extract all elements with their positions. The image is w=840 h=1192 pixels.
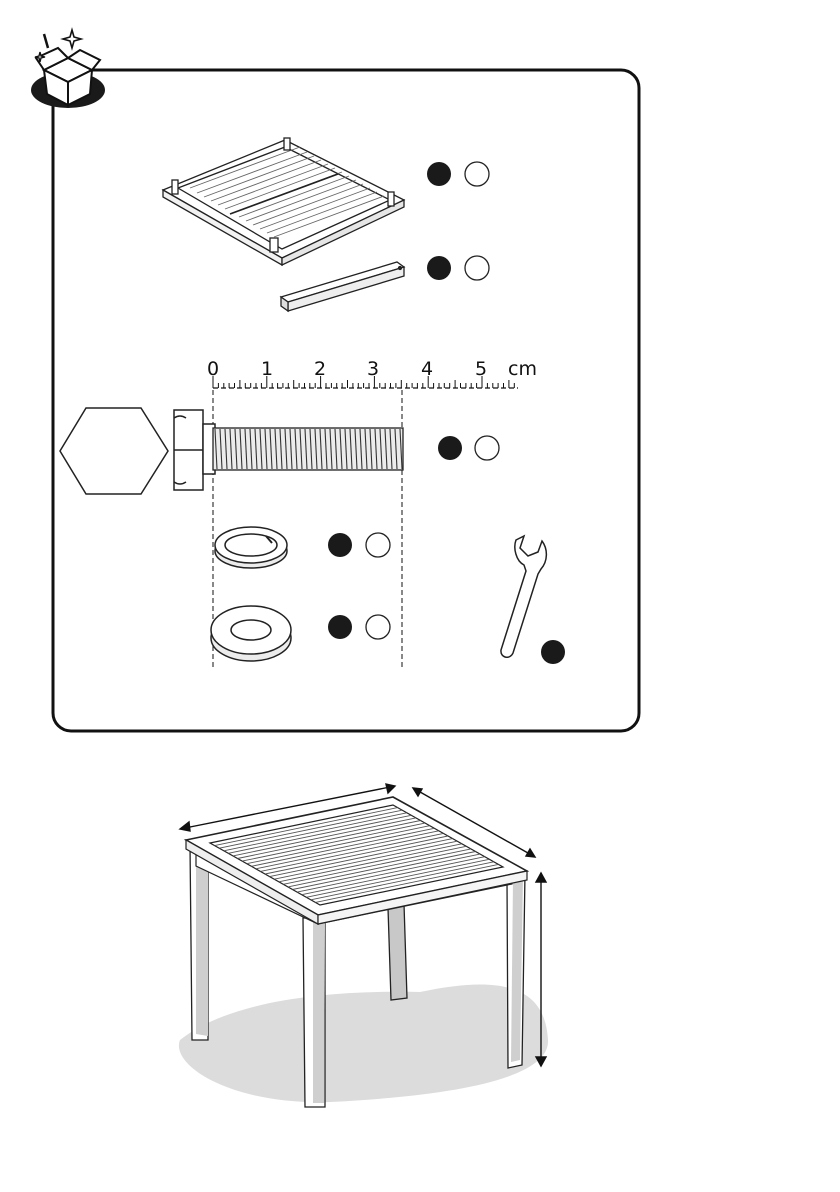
filled-circle-icon: [438, 436, 462, 460]
ruler-number: 3: [367, 358, 379, 380]
table-shadow: [179, 984, 548, 1102]
filled-circle-icon: [427, 162, 451, 186]
measurement-ruler: 0 1 2 3 4 5 cm: [207, 358, 537, 388]
hex-head-outline: [60, 408, 168, 494]
ruler-unit: cm: [508, 358, 537, 380]
flat-washer-part: [211, 606, 291, 661]
wrench-icon: [501, 536, 546, 657]
leg-part: [281, 262, 404, 311]
empty-circle-icon: [465, 162, 489, 186]
assembled-table: [179, 784, 548, 1107]
empty-circle-icon: [366, 533, 390, 557]
ruler-number: 2: [314, 358, 326, 380]
ruler-number: 4: [421, 358, 433, 380]
bolt-part: [174, 410, 403, 490]
filled-circle-icon: [328, 533, 352, 557]
spring-washer-part: [215, 527, 287, 568]
empty-circle-icon: [475, 436, 499, 460]
open-box-icon: [31, 30, 105, 108]
filled-circle-icon: [541, 640, 565, 664]
empty-circle-icon: [465, 256, 489, 280]
table-top-part: [163, 138, 404, 265]
ruler-number: 0: [207, 358, 219, 380]
ruler-number: 5: [475, 358, 487, 380]
ruler-number: 1: [261, 358, 273, 380]
empty-circle-icon: [366, 615, 390, 639]
filled-circle-icon: [328, 615, 352, 639]
filled-circle-icon: [427, 256, 451, 280]
